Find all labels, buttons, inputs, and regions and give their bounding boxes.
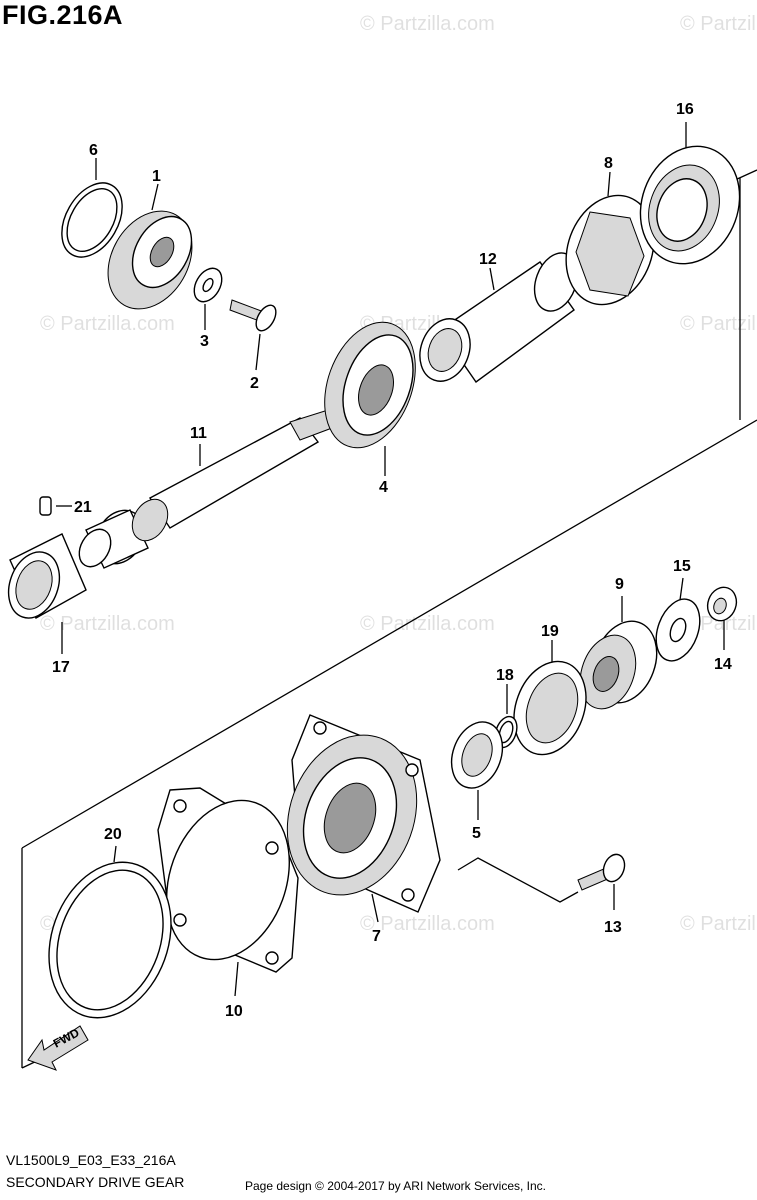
callout-21: 21 bbox=[74, 499, 92, 516]
figure-title: FIG.216A bbox=[2, 0, 124, 30]
part-9-coupling bbox=[579, 620, 658, 710]
callouts: 1 2 3 4 5 6 7 8 9 10 11 12 13 14 15 16 1… bbox=[52, 101, 732, 1020]
part-21-pin bbox=[39, 496, 52, 516]
callout-1: 1 bbox=[152, 168, 161, 185]
part-14-nut bbox=[706, 586, 738, 622]
copyright-notice: Page design © 2004-2017 by ARI Network S… bbox=[245, 1179, 547, 1193]
callout-8: 8 bbox=[604, 155, 613, 172]
part-5-shim bbox=[450, 721, 504, 789]
part-4-driven-gear bbox=[324, 321, 416, 449]
callout-18: 18 bbox=[496, 667, 514, 684]
diagram-name: SECONDARY DRIVE GEAR bbox=[6, 1174, 185, 1190]
part-13-bolt bbox=[577, 853, 626, 891]
part-7-housing bbox=[286, 714, 441, 913]
callout-16: 16 bbox=[676, 101, 694, 118]
callout-3: 3 bbox=[200, 333, 209, 350]
fwd-arrow: FWD bbox=[27, 1025, 89, 1071]
model-code: VL1500L9_E03_E33_216A bbox=[6, 1152, 176, 1168]
part-20-o-ring bbox=[48, 861, 172, 1019]
callout-5: 5 bbox=[472, 825, 481, 842]
part-8-hex-spacer bbox=[565, 194, 655, 306]
callout-17: 17 bbox=[52, 659, 70, 676]
callout-12: 12 bbox=[479, 251, 497, 268]
watermark: © Partzilla.com bbox=[40, 313, 175, 335]
part-2-bolt bbox=[229, 299, 277, 332]
callout-19: 19 bbox=[541, 623, 559, 640]
part-6-o-ring bbox=[61, 182, 123, 258]
callout-13: 13 bbox=[604, 919, 622, 936]
callout-2: 2 bbox=[250, 375, 259, 392]
part-11-shaft bbox=[78, 409, 333, 569]
watermark: © Partzilla.com bbox=[360, 13, 495, 35]
callout-6: 6 bbox=[89, 142, 98, 159]
part-3-washer bbox=[193, 267, 223, 303]
part-10-gasket bbox=[157, 787, 299, 973]
part-19-oil-seal bbox=[513, 660, 587, 756]
watermark: © Partzilla.com bbox=[360, 613, 495, 635]
callout-15: 15 bbox=[673, 558, 691, 575]
part-1-bevel-gear bbox=[107, 210, 193, 310]
callout-20: 20 bbox=[104, 826, 122, 843]
callout-4: 4 bbox=[379, 479, 388, 496]
part-17-bearing bbox=[7, 533, 87, 619]
watermark: © Partzilla.com bbox=[680, 913, 757, 935]
part-15-washer bbox=[655, 598, 701, 662]
callout-9: 9 bbox=[615, 576, 624, 593]
callout-11: 11 bbox=[190, 425, 207, 442]
watermark: © Partzilla.com bbox=[680, 13, 757, 35]
leader-lines bbox=[56, 122, 725, 997]
watermark: © Partzilla.com bbox=[360, 913, 495, 935]
callout-14: 14 bbox=[714, 656, 732, 673]
watermark: © Partzilla.com bbox=[680, 313, 757, 335]
watermark: © Partzilla.com bbox=[40, 613, 175, 635]
part-16-bearing bbox=[639, 145, 741, 265]
callout-7: 7 bbox=[372, 928, 381, 945]
callout-10: 10 bbox=[225, 1003, 243, 1020]
